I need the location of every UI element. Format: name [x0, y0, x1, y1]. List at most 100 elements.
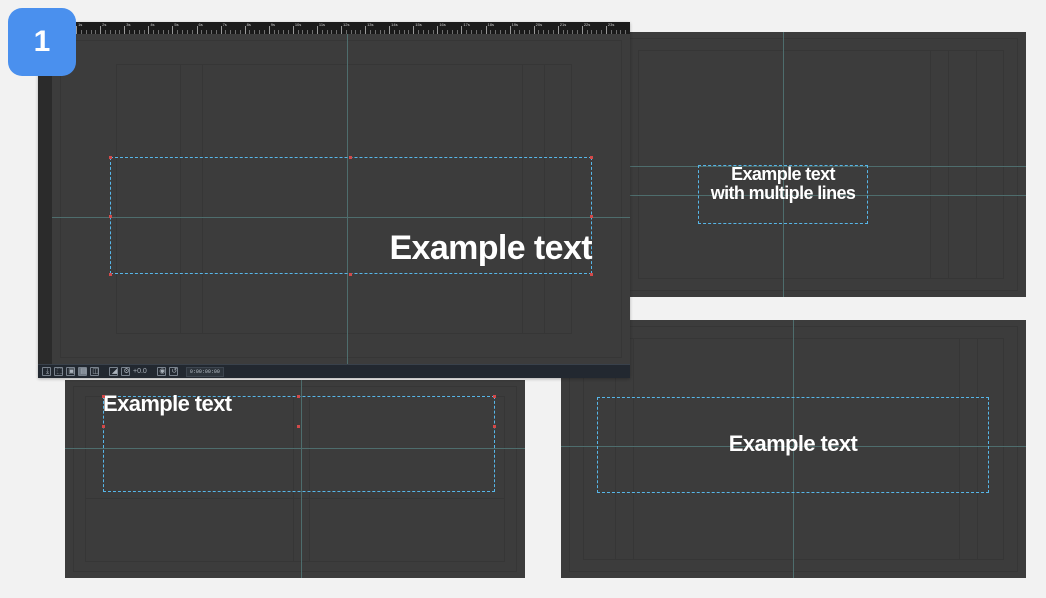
main-preview-window[interactable]: 0s1s2s3s4s5s6s7s8s9s10s11s12s13s14s15s16… [38, 22, 630, 378]
preview-panel-center-align[interactable]: Example text [561, 320, 1026, 578]
region-of-interest-icon[interactable]: ▤ [78, 367, 87, 376]
ruler-tick-minor [259, 30, 261, 34]
ruler-tick-minor [586, 30, 588, 34]
ruler-label: 13s [367, 22, 374, 27]
preview-toolbar[interactable]: ⤓ ⬚ ▣ ▤ ◫ ◢⚙+0.0 ◉↺ 0:00:00:00 [38, 364, 630, 378]
ruler-tick-minor [307, 30, 309, 34]
transparency-grid-icon-glyph: ◫ [92, 368, 99, 375]
ruler-tick-minor [230, 30, 232, 34]
ruler-tick-major [292, 26, 294, 34]
reset-exposure-icon[interactable]: ↺ [168, 367, 178, 376]
ruler-tick-minor [480, 30, 482, 34]
ruler-tick-major [148, 26, 150, 34]
ruler-tick-minor [548, 30, 550, 34]
region-of-interest-icon-glyph: ▤ [80, 368, 87, 375]
grid-rule-vertical [976, 50, 977, 279]
ruler-tick-minor [273, 30, 275, 34]
ruler-tick-minor [543, 30, 545, 34]
ruler-tick-minor [422, 30, 424, 34]
ruler-label: 23s [607, 22, 615, 27]
ruler-tick-minor [167, 30, 169, 34]
ruler-label: 21s [559, 22, 567, 27]
take-snapshot-icon-glyph: ⤓ [45, 368, 50, 375]
exposure-value-label[interactable]: +0.0 [133, 368, 147, 375]
color-picker-icon[interactable]: ◢ [109, 367, 118, 376]
ruler-label: 1s [78, 22, 83, 27]
ruler-tick-minor [601, 30, 603, 34]
ruler-tick-minor [369, 30, 371, 34]
ruler-tick-minor [235, 30, 237, 34]
grid-rule-horizontal [85, 498, 505, 499]
ruler-label: 15s [415, 22, 422, 27]
ruler-label: 5s [174, 22, 179, 27]
text-selection-box[interactable] [698, 165, 868, 224]
ruler-tick-major [244, 26, 246, 34]
text-selection-box[interactable] [597, 397, 989, 493]
ruler-tick-minor [331, 30, 333, 34]
settings-gear-icon[interactable]: ⚙ [121, 367, 130, 376]
ruler-tick-minor [442, 30, 444, 34]
ruler-tick-major [581, 26, 583, 34]
ruler-label: 7s [222, 22, 227, 27]
show-channel-icon[interactable]: ▣ [66, 367, 75, 376]
ruler-label: 9s [270, 22, 275, 27]
take-snapshot-icon[interactable]: ⤓ [42, 367, 51, 376]
ruler-label: 17s [463, 22, 470, 27]
ruler-tick-minor [504, 30, 506, 34]
grid-rule-vertical [948, 50, 949, 279]
ruler-tick-minor [302, 30, 304, 34]
ruler-tick-major [413, 26, 415, 34]
text-layer-main[interactable]: Example text [389, 229, 592, 267]
ruler-tick-minor [157, 30, 159, 34]
ruler-tick-major [365, 26, 367, 34]
ruler-tick-minor [379, 30, 381, 34]
ruler-tick-major [316, 26, 318, 34]
ruler-tick-major [533, 26, 535, 34]
ruler-tick-minor [215, 30, 217, 34]
ruler-tick-minor [225, 30, 227, 34]
ruler-label: 11s [318, 22, 326, 27]
ruler-tick-major [124, 26, 126, 34]
ruler-tick-minor [408, 30, 410, 34]
camera-icon-glyph: ◉ [159, 368, 166, 375]
ruler-tick-minor [495, 30, 497, 34]
ruler-tick-minor [312, 30, 314, 34]
ruler-tick-minor [610, 30, 612, 34]
text-layer-centered[interactable]: Example text [728, 431, 858, 456]
ruler-tick-minor [466, 30, 468, 34]
ruler-tick-minor [524, 30, 526, 34]
ruler-tick-minor [278, 30, 280, 34]
ruler-tick-minor [355, 30, 357, 34]
ruler-label: 20s [535, 22, 543, 27]
ruler-tick-major [172, 26, 174, 34]
text-layer-topleft[interactable]: Example text [103, 391, 232, 416]
ruler-tick-major [557, 26, 559, 34]
ruler-tick-major [509, 26, 511, 34]
preview-panel-multiline[interactable]: Example text with multiple lines [620, 32, 1026, 297]
ruler-tick-minor [393, 30, 395, 34]
color-picker-icon-glyph: ◢ [111, 368, 118, 375]
ruler-tick-minor [572, 30, 574, 34]
ruler-tick-minor [499, 30, 501, 34]
show-snapshot-icon[interactable]: ⬚ [54, 367, 63, 376]
transparency-grid-icon[interactable]: ◫ [90, 367, 99, 376]
ruler-tick-minor [138, 30, 140, 34]
window-left-gutter [38, 34, 52, 364]
text-layer-multiline[interactable]: Example text with multiple lines [710, 164, 856, 204]
ruler-tick-minor [288, 30, 290, 34]
timeline-ruler[interactable]: 0s1s2s3s4s5s6s7s8s9s10s11s12s13s14s15s16… [52, 22, 630, 34]
ruler-label: 3s [126, 22, 131, 27]
ruler-tick-minor [591, 30, 593, 34]
ruler-tick-minor [191, 30, 193, 34]
ruler-label: 16s [439, 22, 446, 27]
composition-canvas[interactable]: Example text [52, 34, 630, 364]
ruler-label: 6s [198, 22, 203, 27]
ruler-tick-minor [162, 30, 164, 34]
timecode-display[interactable]: 0:00:00:00 [185, 366, 224, 377]
ruler-label: 4s [150, 22, 155, 27]
ruler-tick-major [268, 26, 270, 34]
preview-panel-topleft-align[interactable]: Example text [65, 380, 525, 578]
show-channel-icon-glyph: ▣ [68, 368, 75, 375]
camera-icon[interactable]: ◉ [156, 367, 166, 376]
ruler-tick-minor [514, 30, 516, 34]
